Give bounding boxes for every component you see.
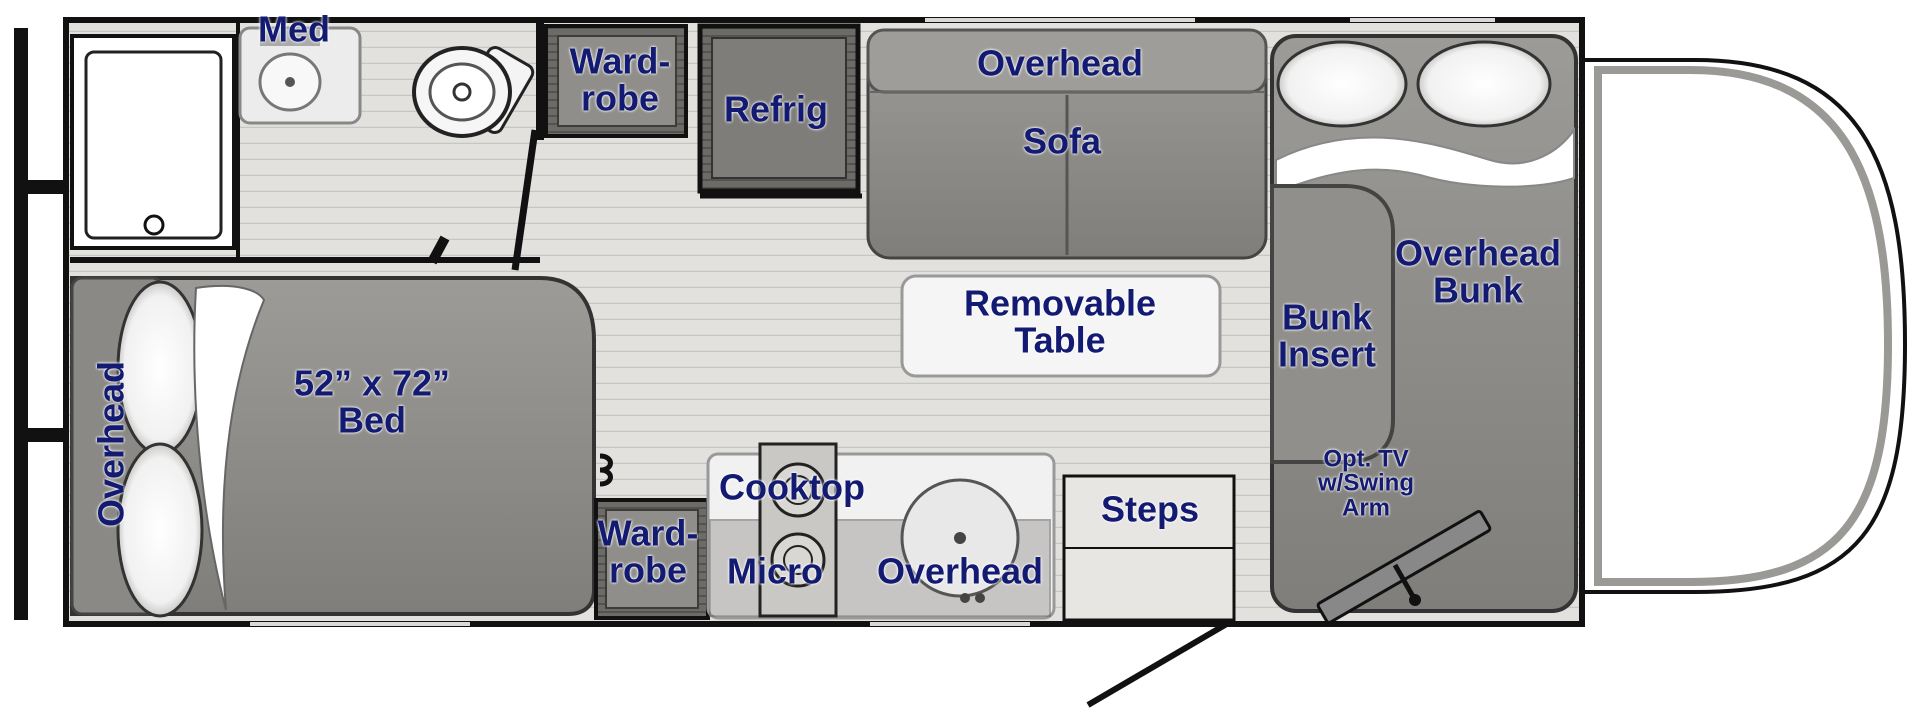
- bed: [70, 276, 596, 618]
- label-bunk-insert-line1: Bunk: [1281, 296, 1372, 338]
- label-overhead-galley: Overhead: [876, 550, 1044, 592]
- wardrobe-bottom: [594, 453, 710, 620]
- label-refrig: Refrig: [723, 88, 829, 130]
- label-overhead-bunk-line1: Overhead: [1394, 232, 1562, 274]
- shower: [70, 34, 236, 250]
- label-bed-line2: Bed: [337, 399, 406, 440]
- wardrobe-top: [544, 24, 688, 138]
- label-wardrobe-bottom-line2: robe: [608, 549, 687, 590]
- label-wardrobe-bottom: Ward- robe: [598, 515, 699, 588]
- label-opt-tv: Opt. TV w/Swing Arm: [1318, 445, 1414, 522]
- entry-door: [1086, 619, 1232, 708]
- label-cooktop: Cooktop: [719, 466, 865, 508]
- label-wardrobe-bottom-line1: Ward-: [597, 512, 699, 554]
- galley-sink: [900, 478, 1020, 603]
- entry-steps: [1062, 474, 1236, 622]
- label-overhead-bunk: Overhead Bunk: [1395, 235, 1561, 308]
- sofa: [866, 28, 1268, 260]
- label-wardrobe-top-line1: Ward-: [569, 40, 671, 82]
- label-opt-tv-line1: Opt. TV: [1323, 445, 1409, 473]
- refrigerator: [697, 23, 862, 199]
- label-removable-table: Removable Table: [964, 285, 1156, 358]
- rear-bumper: [14, 28, 68, 620]
- removable-table: [900, 274, 1222, 378]
- vanity-sink: [238, 26, 362, 125]
- overhead-bunk: [1270, 34, 1578, 613]
- label-opt-tv-line3: Arm: [1341, 494, 1390, 522]
- label-bed: 52” x 72” Bed: [294, 365, 450, 438]
- label-med: Med: [258, 8, 330, 50]
- label-bed-line1: 52” x 72”: [293, 362, 451, 404]
- label-wardrobe-top-line2: robe: [580, 77, 659, 118]
- bunk-insert: [1270, 184, 1395, 464]
- label-removable-table-line1: Removable: [963, 282, 1157, 324]
- label-micro: Micro: [726, 550, 824, 592]
- tv-swing-arm: [1316, 510, 1492, 624]
- label-overhead-top: Overhead: [976, 42, 1144, 84]
- label-wardrobe-top: Ward- robe: [570, 43, 671, 116]
- label-overhead-rear: Overhead: [90, 360, 132, 528]
- label-overhead-bunk-line2: Bunk: [1432, 269, 1523, 310]
- label-bunk-insert-line2: Insert: [1277, 333, 1377, 374]
- label-sofa: Sofa: [1022, 120, 1102, 162]
- label-bunk-insert: Bunk Insert: [1278, 299, 1376, 372]
- label-steps: Steps: [1100, 488, 1200, 530]
- label-opt-tv-line2: w/Swing: [1318, 469, 1414, 497]
- toilet: [412, 46, 535, 138]
- cab-nose: [1578, 58, 1908, 594]
- cooktop: [758, 442, 838, 618]
- outer-wall: [63, 17, 1585, 627]
- label-removable-table-line2: Table: [1014, 319, 1106, 360]
